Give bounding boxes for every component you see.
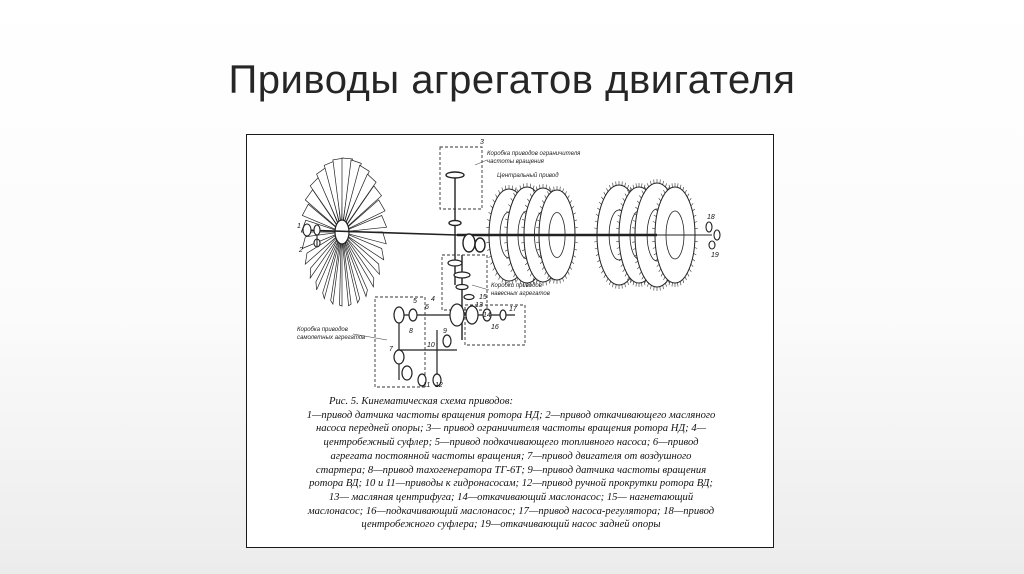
part-number-5: 5 — [413, 298, 417, 305]
aircraft-units-box-outline — [374, 296, 426, 388]
label-limiter-box-2: частоты вращения — [487, 159, 545, 165]
aircraft-gearbox-icon — [393, 303, 515, 387]
caption-line: стартера; 8—привод тахогенератора ТГ-6Т;… — [315, 464, 707, 476]
caption-line: насоса передней опоры; 3— привод огранич… — [315, 423, 707, 435]
part-number-1: 1 — [297, 223, 301, 230]
part-number-2: 2 — [298, 247, 303, 254]
part-number-8: 8 — [409, 328, 413, 335]
rear-drive-gears-icon — [657, 221, 721, 250]
slide-title: Приводы агрегатов двигателя — [228, 58, 796, 102]
svg-text:Центральный привод: Центральный привод — [497, 172, 559, 179]
label-mounted-box-2: навесных агрегатов — [491, 291, 550, 297]
limiter-box-outline — [439, 146, 483, 210]
part-number-11: 11 — [423, 382, 430, 389]
fan-rotor-icon — [300, 157, 388, 307]
label-aircraft-box-1: Коробка приводов — [297, 327, 348, 333]
caption-line: центробежного суфлера; 19—откачивающий н… — [361, 519, 661, 531]
central-drive-icon — [445, 171, 486, 340]
part-number-14: 14 — [483, 312, 491, 319]
caption-line: 13— масляная центрифуга; 14—откачивающий… — [328, 491, 694, 503]
part-number-7: 7 — [389, 346, 394, 353]
svg-text:частоты вращения: частоты вращения — [487, 159, 545, 165]
front-drive-gears-icon — [302, 223, 321, 248]
kinematic-diagram-figure: Коробка приводов ограничителя частоты вр… — [246, 134, 774, 548]
part-number-4: 4 — [431, 296, 435, 303]
mounted-units-box-outline — [441, 254, 488, 311]
part-number-17: 17 — [509, 306, 518, 313]
part-number-19: 19 — [711, 252, 719, 259]
part-number-16: 16 — [491, 324, 499, 331]
part-number-3: 3 — [480, 139, 484, 146]
mounted-units-gears-icon — [447, 259, 475, 301]
label-central-drive: Центральный привод — [497, 172, 559, 179]
part-number-13: 13 — [475, 302, 483, 309]
part-number-9: 9 — [443, 328, 447, 335]
mounted-units-box-outline-2 — [464, 304, 526, 346]
label-aircraft-box-2: самолетных агрегатов — [297, 335, 365, 341]
caption-line: ротора ВД; 10 и 11—приводы к гидронасоса… — [309, 478, 713, 490]
svg-text:Коробка приводов ограничителя: Коробка приводов ограничителя — [487, 151, 581, 157]
svg-text:Коробки приводов: Коробки приводов — [491, 283, 542, 289]
caption-line: маслонасос; 16—подкачивающий маслонасос;… — [307, 505, 715, 517]
label-limiter-box-1: Коробка приводов ограничителя — [487, 151, 581, 157]
svg-text:самолетных агрегатов: самолетных агрегатов — [297, 335, 365, 341]
part-number-18: 18 — [707, 214, 715, 221]
part-number-10: 10 — [427, 342, 435, 349]
svg-text:навесных агрегатов: навесных агрегатов — [491, 291, 550, 297]
part-number-6: 6 — [425, 304, 429, 311]
caption-line: агрегата постоянной частоты вращения; 7—… — [330, 450, 692, 462]
caption-line: центробежный суфлер; 5—привод подкачиваю… — [323, 437, 699, 449]
part-number-12: 12 — [435, 382, 443, 389]
figure-caption: Рис. 5. Кинематическая схема приводов: 1… — [255, 395, 767, 532]
front-shaft — [301, 229, 458, 236]
part-number-15: 15 — [479, 294, 487, 301]
caption-line: 1—привод датчика частоты вращения ротора… — [306, 409, 716, 421]
svg-text:Коробка приводов: Коробка приводов — [297, 327, 348, 333]
kinematic-scheme-drawing: Коробка приводов ограничителя частоты вр… — [297, 139, 721, 389]
label-mounted-box-1: Коробки приводов — [491, 283, 542, 289]
caption-heading: Рис. 5. Кинематическая схема приводов: — [329, 396, 513, 407]
